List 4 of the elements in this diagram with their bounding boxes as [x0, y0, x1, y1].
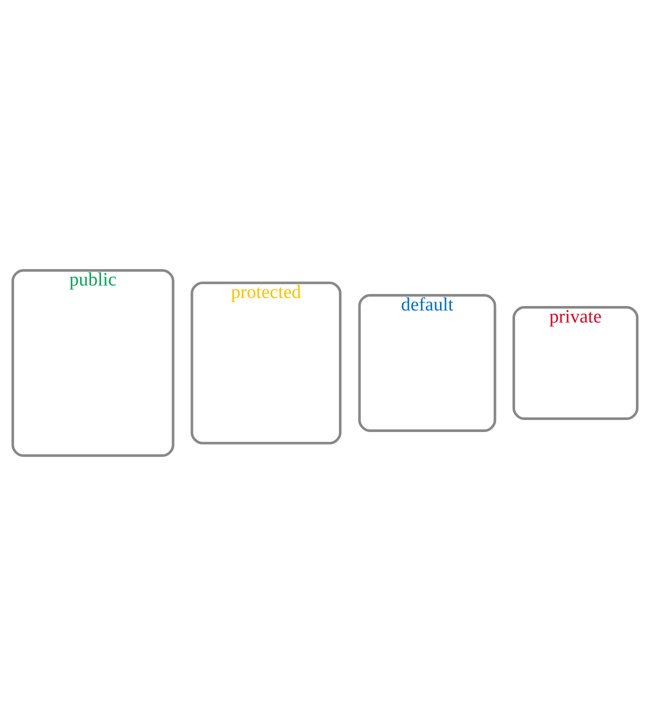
node-box: protected — [190, 282, 342, 444]
node-box: default — [358, 294, 496, 432]
node-box: public — [12, 269, 174, 457]
node-box: private — [512, 306, 638, 420]
